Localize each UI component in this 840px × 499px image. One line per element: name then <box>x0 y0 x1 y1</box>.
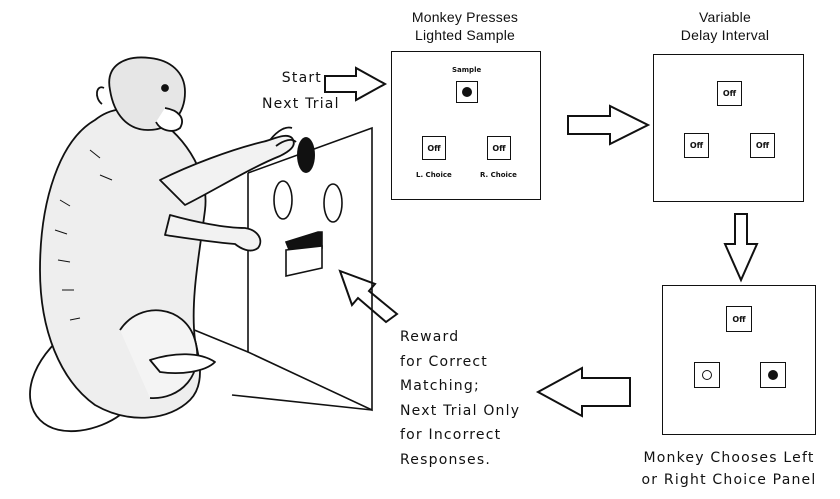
start-label: Start <box>262 66 322 91</box>
right-choice-label: R. Choice <box>480 171 517 179</box>
press-sample-panel: Sample Off Off L. Choice R. Choice <box>391 51 541 200</box>
panel3-to-reward-arrow <box>538 368 630 416</box>
reward-arrow <box>340 271 397 322</box>
delay-panel: Off Off Off <box>653 54 804 202</box>
sample-key-lit <box>456 81 478 103</box>
sample-label: Sample <box>452 66 481 74</box>
delay-heading: Variable Delay Interval <box>650 8 800 44</box>
press-sample-heading: Monkey Presses Lighted Sample <box>380 8 550 44</box>
choice-sample-key: Off <box>726 306 752 332</box>
reward-line4: Next Trial Only <box>400 399 520 424</box>
delay-heading-line1: Variable <box>650 8 800 26</box>
next-trial-label: Next Trial <box>262 92 340 117</box>
sample-light <box>462 87 472 97</box>
start-label-line2: Next Trial <box>262 92 340 117</box>
press-sample-heading-line2: Lighted Sample <box>380 26 550 44</box>
reward-line3: Matching; <box>400 374 520 399</box>
choice-right-key <box>760 362 786 388</box>
panel1-to-panel2-arrow <box>568 106 648 144</box>
right-choice-key: Off <box>487 136 511 160</box>
choice-left-key <box>694 362 720 388</box>
reward-line1: Reward <box>400 325 520 350</box>
monkey-drawing <box>30 57 296 431</box>
left-choice-light-off <box>702 370 712 380</box>
right-choice-light-on <box>768 370 778 380</box>
apparatus-right-key <box>324 184 342 222</box>
reward-line5: for Incorrect <box>400 423 520 448</box>
left-choice-key: Off <box>422 136 446 160</box>
reward-label: Reward for Correct Matching; Next Trial … <box>400 325 520 472</box>
left-choice-label: L. Choice <box>416 171 452 179</box>
reward-line2: for Correct <box>400 350 520 375</box>
press-sample-heading-line1: Monkey Presses <box>380 8 550 26</box>
apparatus-left-key <box>274 181 292 219</box>
start-label-line1: Start <box>262 66 322 91</box>
food-tray <box>286 232 322 276</box>
apparatus-sample-key <box>297 137 315 173</box>
choice-caption-line2: or Right Choice Panel <box>620 469 838 491</box>
delay-sample-key: Off <box>717 81 742 106</box>
delay-heading-line2: Delay Interval <box>650 26 800 44</box>
delay-right-key: Off <box>750 133 775 158</box>
delay-left-key: Off <box>684 133 709 158</box>
choice-caption-line1: Monkey Chooses Left <box>620 447 838 469</box>
reward-line6: Responses. <box>400 448 520 473</box>
choice-caption: Monkey Chooses Left or Right Choice Pane… <box>620 447 838 491</box>
panel2-to-panel3-arrow <box>725 214 757 280</box>
choice-panel: Off <box>662 285 816 435</box>
